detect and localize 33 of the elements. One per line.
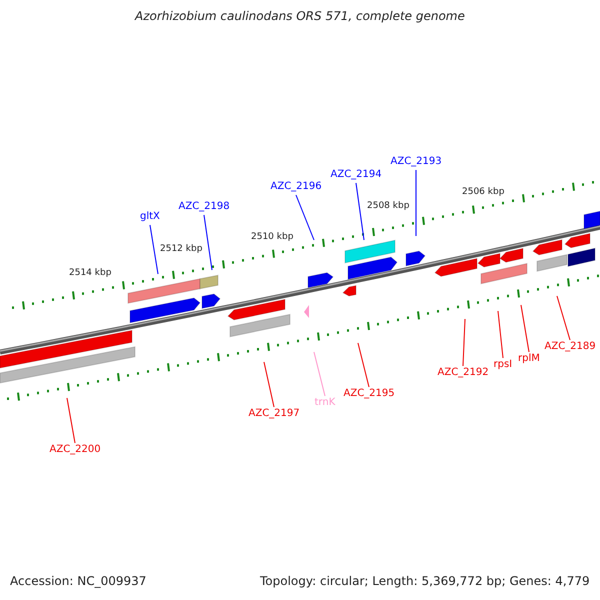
- gene-label: AZC_2200: [50, 444, 101, 456]
- gene-label: gltX: [140, 211, 160, 223]
- tick-label: 2512 kbp: [160, 243, 202, 255]
- gene-label: AZC_2193: [390, 156, 442, 168]
- tick-label: 2506 kbp: [462, 186, 504, 198]
- leader-line: [556, 296, 570, 340]
- leader-line: [358, 342, 370, 388]
- tick-label: 2508 kbp: [367, 200, 410, 212]
- gene-label: trnK: [314, 397, 336, 409]
- leader-line: [204, 214, 212, 270]
- leader-line: [498, 310, 504, 358]
- gene-label: AZC_2194: [330, 169, 382, 181]
- gene-label: AZC_2192: [438, 367, 489, 379]
- gene-label: AZC_2195: [344, 388, 395, 400]
- leader-line: [356, 182, 364, 240]
- leader-line: [66, 398, 76, 444]
- leader-line: [520, 304, 530, 352]
- leader-line: [296, 194, 314, 240]
- gene-label: rpsI: [494, 359, 512, 371]
- leader-line: [462, 318, 466, 366]
- gene-label: AZC_2189: [544, 341, 596, 353]
- gene-label: rplM: [518, 353, 540, 365]
- gene-label: AZC_2198: [178, 201, 230, 213]
- leader-line: [264, 362, 274, 408]
- gene-label: AZC_2196: [270, 181, 322, 193]
- gene-label: AZC_2197: [248, 408, 300, 420]
- leader-line: [314, 352, 326, 396]
- accession-text: Accession: NC_009937: [10, 575, 146, 587]
- tick-label: 2510 kbp: [251, 231, 294, 243]
- tick-label: 2514 kbp: [69, 267, 112, 279]
- map-title: Azorhizobium caulinodans ORS 571, complete genome: [135, 10, 465, 22]
- leader-line: [150, 224, 158, 274]
- genome-summary-text: Topology: circular; Length: 5,369,772 bp; Genes: 4,779: [260, 575, 590, 587]
